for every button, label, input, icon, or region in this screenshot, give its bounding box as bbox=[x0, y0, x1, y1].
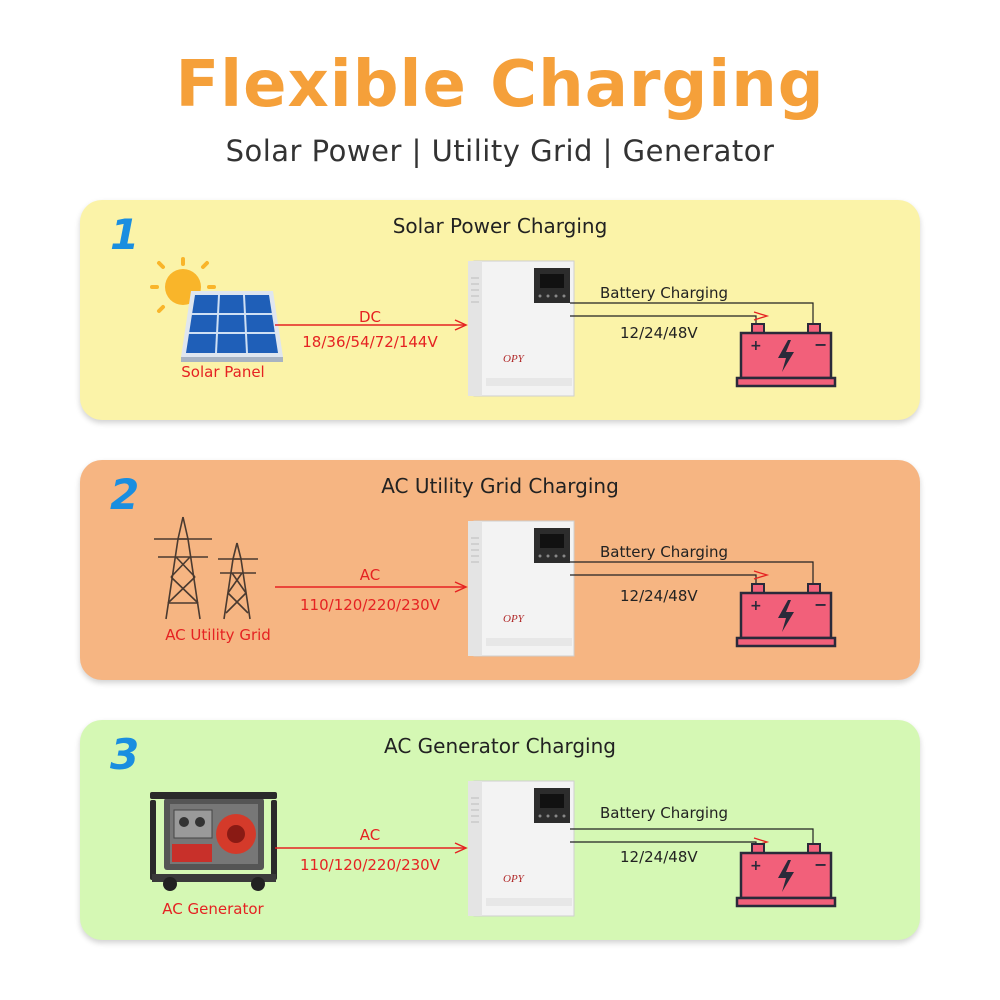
battery-wires bbox=[570, 561, 814, 585]
panel-number: 2 bbox=[110, 470, 140, 519]
battery-icon: + − bbox=[735, 843, 837, 908]
inverter-brand: OPY bbox=[503, 873, 526, 885]
svg-text:+: + bbox=[750, 338, 762, 354]
battery-charging-label: Battery Charging bbox=[600, 543, 729, 561]
battery-charging-label: Battery Charging bbox=[600, 804, 729, 822]
page-subtitle: Solar Power | Utility Grid | Generator bbox=[225, 134, 775, 168]
svg-text:−: − bbox=[814, 855, 827, 874]
inverter-icon: OPY bbox=[468, 260, 575, 397]
battery-wires bbox=[570, 302, 814, 326]
panel-title: AC Utility Grid Charging bbox=[381, 474, 619, 498]
inverter-brand: OPY bbox=[503, 353, 526, 365]
input-voltage-label: 110/120/220/230V bbox=[300, 596, 440, 614]
inverter-icon: OPY bbox=[468, 780, 575, 917]
inverter-brand: OPY bbox=[503, 613, 526, 625]
current-type-label: AC bbox=[359, 826, 381, 844]
battery-voltage-label: 12/24/48V bbox=[620, 848, 698, 866]
input-arrow bbox=[275, 842, 468, 854]
panel-solar-charging: 1 Solar Power Charging Solar Panel bbox=[80, 200, 920, 420]
input-arrow bbox=[275, 319, 468, 331]
battery-charging-label: Battery Charging bbox=[600, 284, 729, 302]
input-voltage-label: 18/36/54/72/144V bbox=[302, 333, 438, 351]
source-label: AC Utility Grid bbox=[165, 626, 271, 644]
battery-icon: + − bbox=[735, 323, 837, 388]
solar-panel-icon bbox=[150, 257, 283, 362]
battery-voltage-label: 12/24/48V bbox=[620, 324, 698, 342]
svg-text:−: − bbox=[814, 595, 827, 614]
svg-text:+: + bbox=[750, 598, 762, 614]
panel-grid-charging: 2 AC Utility Grid Charging AC Utility Gr… bbox=[80, 460, 920, 680]
panel-title: Solar Power Charging bbox=[392, 214, 608, 238]
panel-number: 1 bbox=[110, 210, 140, 259]
input-arrow bbox=[275, 581, 468, 593]
page-title: Flexible Charging bbox=[175, 48, 825, 122]
panel-number: 3 bbox=[110, 730, 140, 779]
battery-icon: + − bbox=[735, 583, 837, 648]
svg-text:−: − bbox=[814, 335, 827, 354]
input-voltage-label: 110/120/220/230V bbox=[300, 856, 440, 874]
current-type-label: AC bbox=[359, 566, 381, 584]
power-tower-icon bbox=[154, 516, 258, 620]
source-label: AC Generator bbox=[162, 900, 264, 918]
source-label: Solar Panel bbox=[181, 363, 265, 381]
generator-icon bbox=[150, 792, 277, 891]
svg-text:+: + bbox=[750, 858, 762, 874]
panel-title: AC Generator Charging bbox=[384, 734, 616, 758]
battery-voltage-label: 12/24/48V bbox=[620, 587, 698, 605]
panel-generator-charging: 3 AC Generator Charging AC Generator AC … bbox=[80, 720, 920, 940]
inverter-icon: OPY bbox=[468, 520, 575, 657]
current-type-label: DC bbox=[358, 308, 382, 326]
